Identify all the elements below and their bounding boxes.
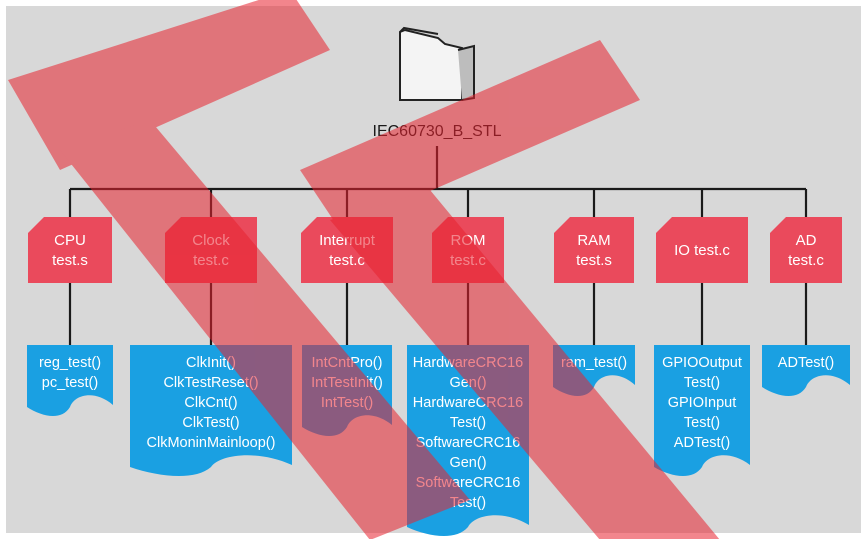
module-column: IO test.cGPIOOutputTest()GPIOInputTest()… <box>654 189 750 477</box>
file-name-line: test.c <box>788 252 824 269</box>
file-box <box>28 217 112 283</box>
file-box <box>656 217 748 283</box>
watermark-stroke <box>8 0 330 170</box>
file-name-line: AD <box>796 232 817 249</box>
function-name: ClkTest() <box>182 415 239 431</box>
file-name-line: IO test.c <box>674 242 730 259</box>
function-name: Test() <box>450 415 486 431</box>
function-name: pc_test() <box>42 375 98 391</box>
module-column: CPU test.s reg_test() pc_test() <box>27 189 113 417</box>
function-name: Test() <box>684 415 720 431</box>
watermark-stroke <box>60 120 470 539</box>
function-name: ADTest() <box>674 435 730 451</box>
file-box <box>554 217 634 283</box>
file-name-line: test.c <box>329 252 365 269</box>
function-name: reg_test() <box>39 355 101 371</box>
file-name-line: test.s <box>52 252 88 269</box>
function-name: ClkCnt() <box>184 395 237 411</box>
file-box <box>770 217 842 283</box>
function-name: SoftwareCRC16 <box>416 435 521 451</box>
function-name: ClkMoninMainloop() <box>147 435 276 451</box>
function-name: Test() <box>684 375 720 391</box>
file-name-line: RAM <box>577 232 610 249</box>
file-name-line: test.s <box>576 252 612 269</box>
function-name: ClkInit() <box>186 355 236 371</box>
function-name: GPIOOutput <box>662 355 742 371</box>
function-name: GPIOInput <box>668 395 737 411</box>
function-name: Gen() <box>449 455 486 471</box>
function-name: ADTest() <box>778 355 834 371</box>
watermark-stroke <box>300 40 640 230</box>
function-box <box>27 345 113 417</box>
watermark-stroke <box>330 190 720 539</box>
file-name-line: CPU <box>54 232 86 249</box>
function-box <box>762 345 850 397</box>
folder-icon <box>399 26 475 101</box>
function-box <box>654 345 750 477</box>
function-name: ram_test() <box>561 355 627 371</box>
watermark-logo <box>8 0 720 539</box>
function-name: ClkTestReset() <box>163 375 258 391</box>
